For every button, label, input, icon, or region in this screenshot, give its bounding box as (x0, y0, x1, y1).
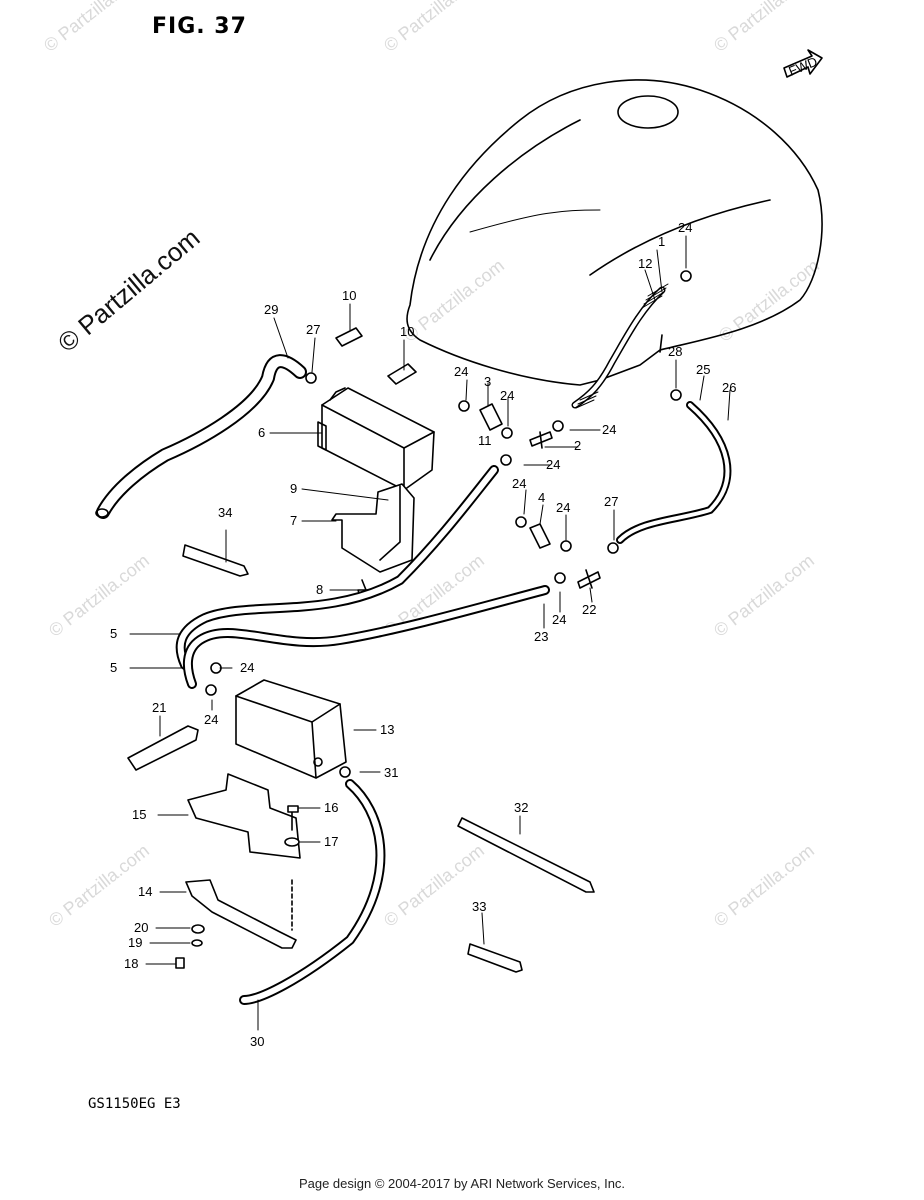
callout-5b: 5 (110, 660, 117, 675)
callout-28: 28 (668, 344, 682, 359)
callout-14: 14 (138, 884, 152, 899)
fwd-arrow-icon: FWD (783, 49, 823, 79)
callout-31: 31 (384, 765, 398, 780)
callout-16: 16 (324, 800, 338, 815)
callout-24a: 24 (678, 220, 692, 235)
model-code: GS1150EG E3 (88, 1096, 181, 1112)
callout-20: 20 (134, 920, 148, 935)
callout-27a: 27 (306, 322, 320, 337)
callout-8: 8 (316, 582, 323, 597)
callout-18: 18 (124, 956, 138, 971)
callout-33: 33 (472, 899, 486, 914)
callout-30: 30 (250, 1034, 264, 1049)
callout-25: 25 (696, 362, 710, 377)
callout-24j: 24 (204, 712, 218, 727)
callout-6: 6 (258, 425, 265, 440)
long-hoses (175, 465, 550, 689)
leader-lines (129, 235, 731, 1031)
callout-24h: 24 (552, 612, 566, 627)
bracket-9 (331, 483, 415, 573)
callout-3: 3 (484, 374, 491, 389)
callout-5a: 5 (110, 626, 117, 641)
callout-21: 21 (152, 700, 166, 715)
callout-1: 1 (658, 234, 665, 249)
callout-24g: 24 (556, 500, 570, 515)
callout-24e: 24 (546, 457, 560, 472)
callout-2: 2 (574, 438, 581, 453)
hose-29 (95, 354, 307, 519)
footer-copyright: Page design © 2004-2017 by ARI Network S… (298, 1176, 626, 1191)
callout-29: 29 (264, 302, 278, 317)
callout-15: 15 (132, 807, 146, 822)
callout-24i: 24 (240, 660, 254, 675)
svg-text:FWD: FWD (786, 54, 819, 79)
callout-26: 26 (722, 380, 736, 395)
canister-6 (317, 387, 435, 491)
callout-19: 19 (128, 935, 142, 950)
tank-vent-hose (571, 283, 669, 409)
callout-23: 23 (534, 629, 548, 644)
callout-10a: 10 (342, 288, 356, 303)
fuel-tank (406, 79, 823, 386)
callout-labels: 1 2 3 4 5 5 6 7 8 9 10 10 11 12 13 14 15… (110, 220, 736, 1049)
figure-title: FIG. 37 (152, 14, 247, 39)
callout-32: 32 (514, 800, 528, 815)
callout-9: 9 (290, 481, 297, 496)
pad-10b (387, 363, 417, 385)
callout-24f: 24 (512, 476, 526, 491)
callout-24b: 24 (454, 364, 468, 379)
pad-10a (335, 327, 363, 347)
callout-24c: 24 (500, 388, 514, 403)
callout-27b: 27 (604, 494, 618, 509)
callout-22: 22 (582, 602, 596, 617)
canister-13 (235, 679, 347, 779)
hose-30 (239, 779, 386, 1005)
callout-10b: 10 (400, 324, 414, 339)
callout-7: 7 (290, 513, 297, 528)
callout-24d: 24 (602, 422, 616, 437)
callout-11: 11 (478, 433, 492, 448)
callout-34: 34 (218, 505, 232, 520)
hose-26 (616, 401, 732, 544)
callout-13: 13 (380, 722, 394, 737)
callout-17: 17 (324, 834, 338, 849)
callout-12: 12 (638, 256, 652, 271)
callout-4: 4 (538, 490, 545, 505)
